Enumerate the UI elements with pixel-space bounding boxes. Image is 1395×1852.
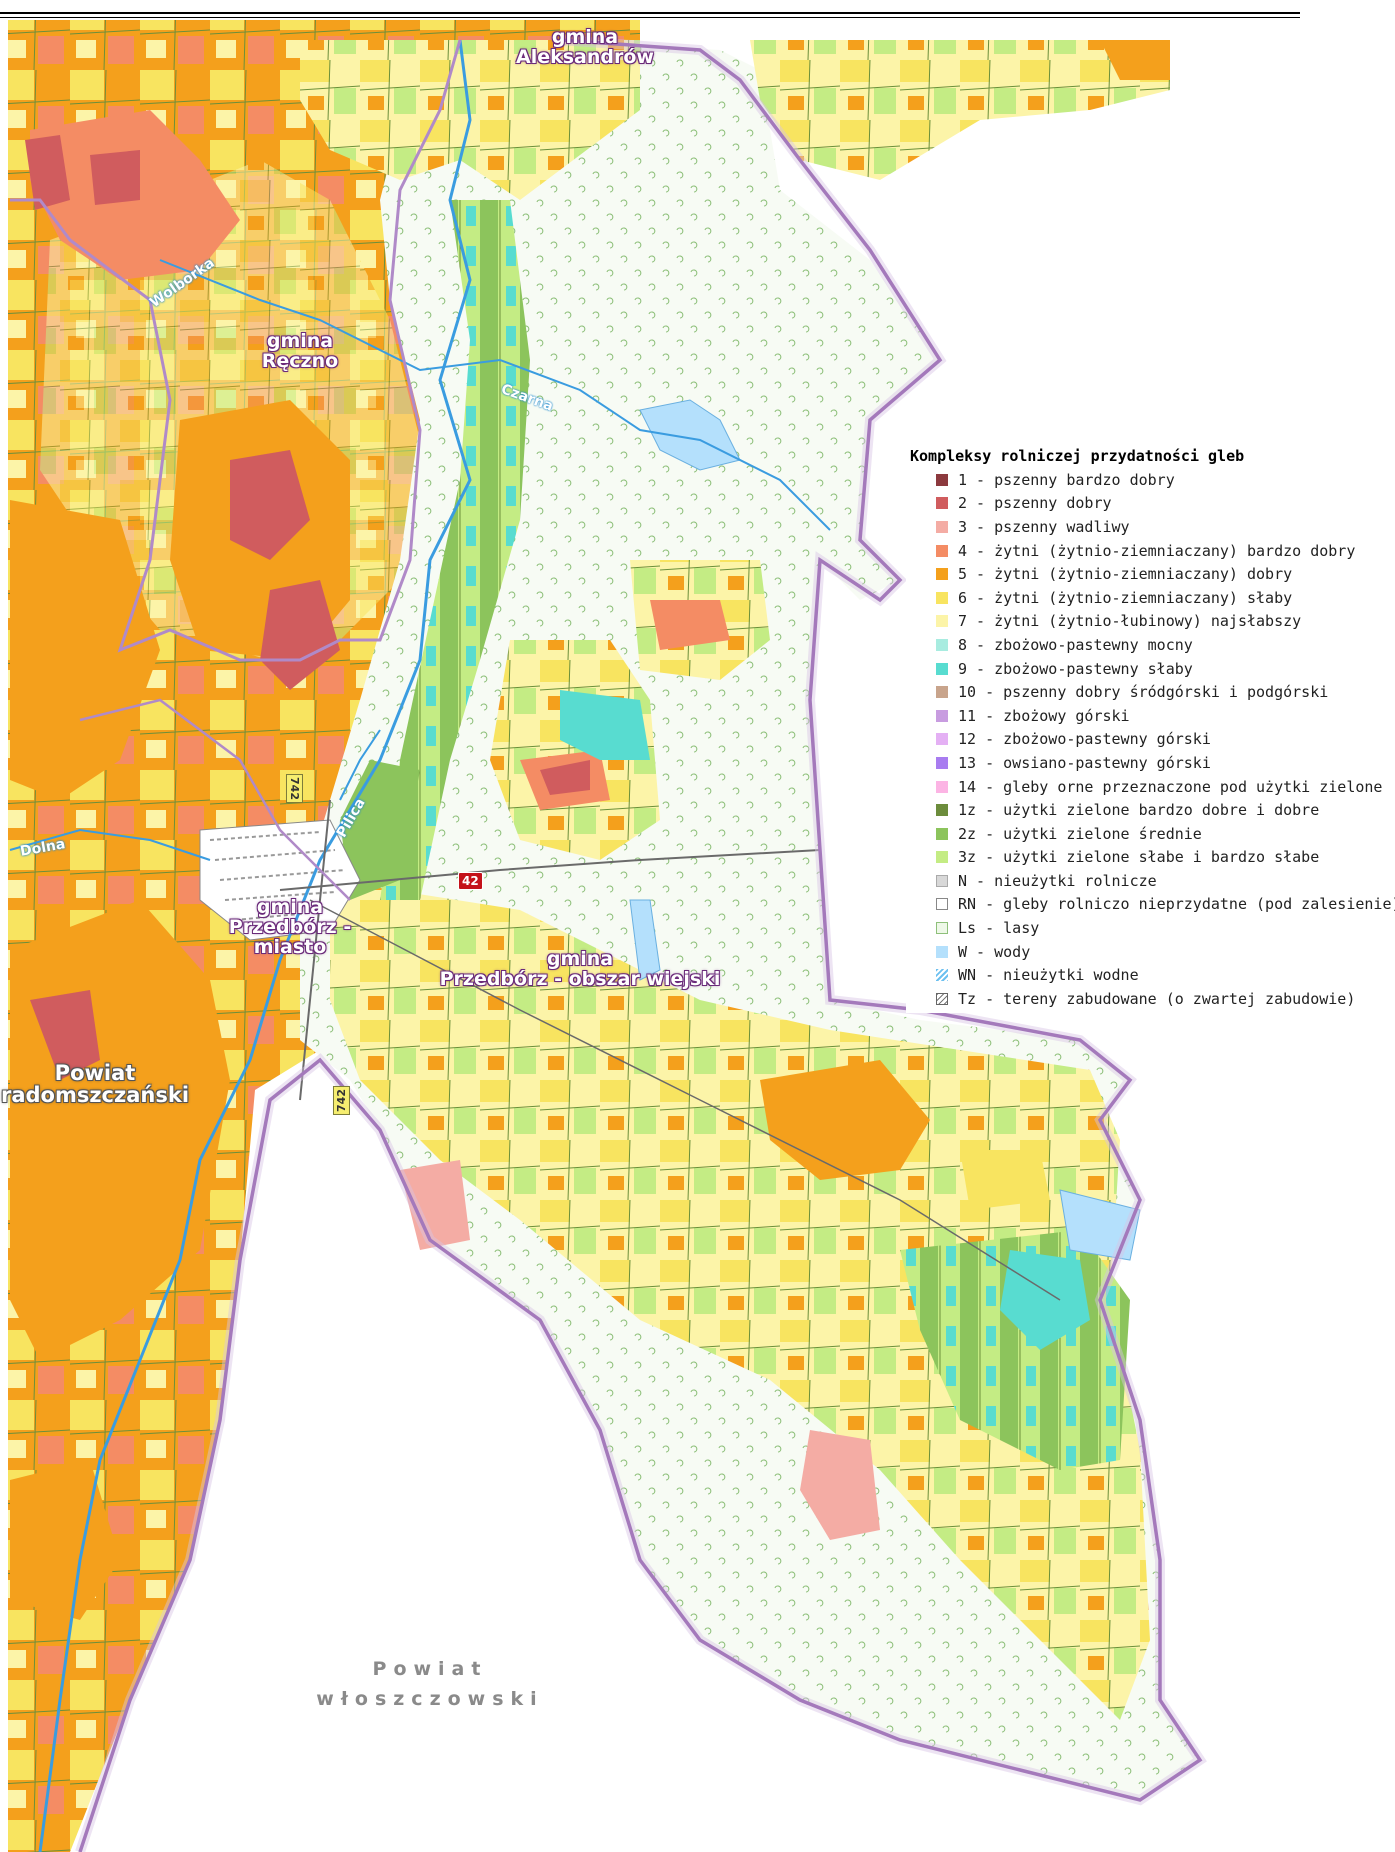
legend-swatch — [936, 497, 948, 510]
legend-label: 10 - pszenny dobry śródgórski i podgórsk… — [958, 683, 1329, 702]
legend-item: 12 - zbożowo-pastewny górski — [936, 728, 1395, 752]
legend-item: 9 - zbożowo-pastewny słaby — [936, 657, 1395, 681]
road-shield-742-south: 742 — [332, 1086, 350, 1115]
legend-swatch — [936, 473, 948, 486]
top-rule — [0, 12, 1300, 14]
legend-title: Kompleksy rolniczej przydatności gleb — [910, 447, 1245, 465]
legend-label: 2z - użytki zielone średnie — [958, 824, 1202, 843]
legend-label: 9 - zbożowo-pastewny słaby — [958, 659, 1193, 678]
legend-item: RN - gleby rolniczo nieprzydatne (pod za… — [936, 893, 1395, 917]
road-shield-42: 42 — [458, 872, 483, 890]
legend-item: Tz - tereny zabudowane (o zwartej zabudo… — [936, 987, 1395, 1011]
legend-item: 7 - żytni (żytnio-łubinowy) najsłabszy — [936, 610, 1395, 634]
legend-label: 1 - pszenny bardzo dobry — [958, 470, 1175, 489]
legend-swatch — [936, 686, 948, 699]
legend-item: 2 - pszenny dobry — [936, 492, 1395, 516]
legend-label: 13 - owsiano-pastewny górski — [958, 753, 1211, 772]
legend-label: 7 - żytni (żytnio-łubinowy) najsłabszy — [958, 612, 1302, 631]
legend-swatch — [936, 568, 948, 581]
legend-label: N - nieużytki rolnicze — [958, 871, 1157, 890]
legend-swatch — [936, 756, 948, 769]
legend-swatch — [936, 898, 948, 911]
legend-label: 6 - żytni (żytnio-ziemniaczany) słaby — [958, 588, 1293, 607]
top-rule-thin — [0, 17, 1300, 18]
legend-list: 1 - pszenny bardzo dobry 2 - pszenny dobr… — [936, 468, 1395, 1011]
legend-label: 3 - pszenny wadliwy — [958, 517, 1130, 536]
legend-item: 10 - pszenny dobry śródgórski i podgórsk… — [936, 680, 1395, 704]
legend-label: 12 - zbożowo-pastewny górski — [958, 730, 1211, 749]
legend-item: Ls - lasy — [936, 916, 1395, 940]
legend-swatch — [936, 874, 948, 887]
legend-swatch — [936, 851, 948, 864]
legend-swatch — [936, 520, 948, 533]
legend-label: 4 - żytni (żytnio-ziemniaczany) bardzo d… — [958, 541, 1356, 560]
legend-swatch — [936, 922, 948, 935]
legend-swatch — [936, 945, 948, 958]
legend-swatch — [936, 544, 948, 557]
legend-swatch — [936, 638, 948, 651]
legend-label: 11 - zbożowy górski — [958, 706, 1130, 725]
legend-swatch — [936, 591, 948, 604]
legend-item: 2z - użytki zielone średnie — [936, 822, 1395, 846]
legend-item: 1 - pszenny bardzo dobry — [936, 468, 1395, 492]
legend-swatch — [936, 615, 948, 628]
legend-item: 4 - żytni (żytnio-ziemniaczany) bardzo d… — [936, 539, 1395, 563]
legend-item: 6 - żytni (żytnio-ziemniaczany) słaby — [936, 586, 1395, 610]
legend-item: 3 - pszenny wadliwy — [936, 515, 1395, 539]
legend-item: 3z - użytki zielone słabe i bardzo słabe — [936, 846, 1395, 870]
legend-swatch — [936, 969, 948, 982]
legend-label: RN - gleby rolniczo nieprzydatne (pod za… — [958, 895, 1395, 914]
legend-swatch — [936, 662, 948, 675]
legend-item: N - nieużytki rolnicze — [936, 869, 1395, 893]
legend-swatch — [936, 827, 948, 840]
legend-item: W - wody — [936, 940, 1395, 964]
legend-label: 5 - żytni (żytnio-ziemniaczany) dobry — [958, 565, 1293, 584]
legend: Kompleksy rolniczej przydatności gleb 1 … — [906, 443, 1395, 1013]
legend-label: 1z - użytki zielone bardzo dobre i dobre — [958, 801, 1320, 820]
legend-item: WN - nieużytki wodne — [936, 963, 1395, 987]
legend-swatch — [936, 733, 948, 746]
legend-item: 11 - zbożowy górski — [936, 704, 1395, 728]
legend-item: 5 - żytni (żytnio-ziemniaczany) dobry — [936, 562, 1395, 586]
legend-label: Ls - lasy — [958, 919, 1040, 938]
legend-item: 13 - owsiano-pastewny górski — [936, 751, 1395, 775]
legend-item: 14 - gleby orne przeznaczone pod użytki … — [936, 775, 1395, 799]
legend-swatch — [936, 992, 948, 1005]
legend-item: 1z - użytki zielone bardzo dobre i dobre — [936, 798, 1395, 822]
legend-swatch — [936, 780, 948, 793]
legend-swatch — [936, 804, 948, 817]
legend-label: WN - nieużytki wodne — [958, 966, 1139, 985]
legend-item: 8 - zbożowo-pastewny mocny — [936, 633, 1395, 657]
legend-label: W - wody — [958, 942, 1031, 961]
legend-label: 14 - gleby orne przeznaczone pod użytki … — [958, 777, 1383, 796]
legend-label: 3z - użytki zielone słabe i bardzo słabe — [958, 848, 1320, 867]
legend-label: 2 - pszenny dobry — [958, 494, 1112, 513]
legend-label: Tz - tereny zabudowane (o zwartej zabudo… — [958, 989, 1356, 1008]
road-shield-742-north: 742 — [285, 774, 303, 803]
legend-label: 8 - zbożowo-pastewny mocny — [958, 635, 1193, 654]
legend-swatch — [936, 709, 948, 722]
